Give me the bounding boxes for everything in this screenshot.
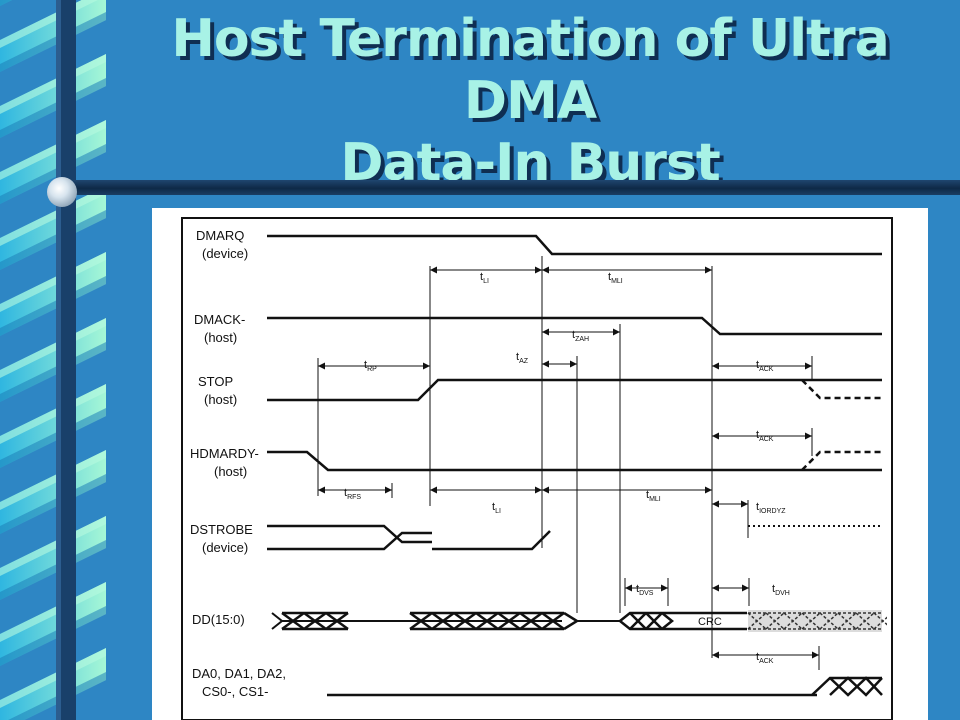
dstrobe-waveform-low — [432, 530, 551, 551]
ribbon-strip — [0, 186, 106, 270]
waveforms — [267, 234, 882, 697]
t-mli-bottom-label: tMLI — [646, 489, 661, 503]
signal-da-label: DA0, DA1, DA2, CS0-, CS1- — [192, 666, 286, 699]
t-dvh-label: tDVH — [772, 583, 790, 597]
t-dvs-label: tDVS — [636, 583, 654, 597]
title-divider-bar — [62, 180, 960, 195]
timing-diagram: DMARQ (device) DMACK- (host) STOP (host)… — [152, 208, 928, 720]
stop-waveform-dashed — [801, 379, 882, 400]
signal-dd-label: DD(15:0) — [192, 612, 245, 627]
signal-dmack-label: DMACK- (host) — [194, 312, 245, 345]
da-bus-waveform — [811, 676, 883, 697]
timing-arrows — [318, 266, 819, 659]
signal-hdmardy-label: HDMARDY- (host) — [190, 446, 259, 479]
t-zah-label: tZAH — [572, 329, 589, 343]
svg-text:(host): (host) — [204, 330, 237, 345]
dmarq-waveform — [267, 234, 882, 256]
decorative-ribbon-band — [0, 0, 110, 720]
svg-text:STOP: STOP — [198, 374, 233, 389]
svg-text:(host): (host) — [214, 464, 247, 479]
ribbon-strip — [0, 582, 106, 666]
t-rfs-label: tRFS — [344, 487, 361, 501]
svg-text:CS0-, CS1-: CS0-, CS1- — [202, 684, 268, 699]
svg-text:(device): (device) — [202, 540, 248, 555]
t-iordyz-label: tIORDYZ — [756, 501, 786, 515]
t-li-top-label: tLI — [480, 271, 489, 285]
dstrobe-waveform-upper — [267, 524, 432, 544]
svg-text:DD(15:0): DD(15:0) — [192, 612, 245, 627]
ribbon-strip — [0, 516, 106, 600]
svg-text:(device): (device) — [202, 246, 248, 261]
signal-dstrobe-label: DSTROBE (device) — [190, 522, 253, 555]
divider-knob — [47, 177, 77, 207]
reference-lines — [317, 256, 820, 670]
t-rp-label: tRP — [364, 359, 377, 373]
diagram-frame — [181, 217, 893, 720]
svg-text:DA0, DA1, DA2,: DA0, DA1, DA2, — [192, 666, 286, 681]
dmack-waveform — [267, 316, 882, 336]
ribbon-strip — [0, 450, 106, 534]
slide-title: Host Termination of Ultra DMA Data-In Bu… — [100, 8, 960, 194]
svg-text:DMARQ: DMARQ — [196, 228, 244, 243]
ribbon-strip — [0, 252, 106, 336]
svg-text:HDMARDY-: HDMARDY- — [190, 446, 259, 461]
dashed-waveforms — [801, 379, 882, 471]
timing-diagram-canvas: DMARQ (device) DMACK- (host) STOP (host)… — [181, 217, 893, 720]
t-ack-stop-label: tACK — [756, 359, 774, 373]
dd-bus-waveform: CRC — [271, 610, 887, 632]
ribbon-strip — [0, 318, 106, 402]
hdmardy-waveform-solid — [267, 450, 882, 472]
signal-dmarq-label: DMARQ (device) — [196, 228, 248, 261]
t-mli-top-label: tMLI — [608, 271, 623, 285]
t-ack-da-label: tACK — [756, 651, 774, 665]
ribbon-strip — [0, 120, 106, 204]
slide-title-line-1: Host Termination of Ultra DMA — [171, 9, 889, 131]
ribbon-strip — [0, 0, 13, 6]
stop-waveform-solid — [267, 378, 882, 402]
svg-text:DSTROBE: DSTROBE — [190, 522, 253, 537]
t-ack-hdmardy-label: tACK — [756, 429, 774, 443]
t-az-label: tAZ — [516, 351, 529, 365]
t-li-bottom-label: tLI — [492, 501, 501, 515]
signal-stop-label: STOP (host) — [198, 374, 237, 407]
dd-crc-label: CRC — [698, 616, 722, 628]
dstrobe-waveform-lower — [267, 531, 432, 551]
svg-text:(host): (host) — [204, 392, 237, 407]
svg-text:DMACK-: DMACK- — [194, 312, 245, 327]
ribbon-strip — [0, 54, 106, 138]
hdmardy-waveform-dashed — [801, 450, 882, 471]
ribbon-strip — [0, 384, 106, 468]
